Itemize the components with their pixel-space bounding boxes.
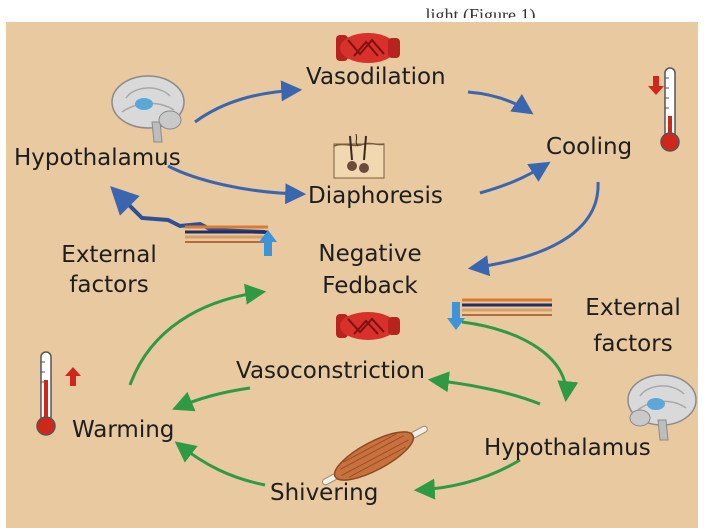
thermometer-icon (37, 352, 55, 435)
external-factors-stripes-left (185, 227, 277, 256)
label-external-factors-left-line1: External (44, 241, 174, 269)
arrow-hypothalamus-to-shivering (418, 460, 520, 490)
label-warming: Warming (72, 416, 174, 444)
arrow-vasoconstriction-to-warming (176, 388, 250, 408)
arrow-shivering-to-warming (178, 444, 265, 485)
brain-icon (628, 375, 696, 440)
arrow-cooling-to-negative-feedback (472, 182, 598, 268)
arrow-hypothalamus-to-diaphoresis (168, 166, 302, 194)
arrow-hypothalamus-to-vasodilation (195, 90, 298, 122)
brain-icon (112, 76, 184, 142)
arrow-diaphoresis-to-cooling (480, 164, 547, 193)
thermometer-icon (661, 68, 679, 151)
label-hypothalamus-bottom: Hypothalamus (484, 434, 651, 462)
label-diaphoresis: Diaphoresis (308, 182, 443, 210)
label-external-factors-right-line2: factors (568, 330, 698, 358)
blood-vessel-icon (336, 33, 400, 63)
label-external-factors-right-line1: External (568, 294, 698, 322)
arrow-vasodilation-to-cooling (468, 92, 530, 112)
sweat-gland-skin-icon (334, 134, 384, 178)
label-negative-feedback-line2: Fedback (300, 272, 440, 300)
external-factors-stripes-right (447, 300, 552, 330)
arrow-up-icon (65, 367, 81, 386)
label-hypothalamus-top: Hypothalamus (14, 144, 181, 172)
label-vasodilation: Vasodilation (306, 63, 446, 91)
label-external-factors-left-line2: factors (44, 271, 174, 299)
blood-vessel-icon (336, 312, 400, 340)
label-cooling: Cooling (546, 133, 632, 161)
arrow-down-icon (648, 76, 664, 95)
label-vasoconstriction: Vasoconstriction (236, 357, 425, 385)
label-shivering: Shivering (270, 479, 378, 507)
label-negative-feedback-line1: Negative (300, 240, 440, 268)
arrow-hypothalamus-to-vasoconstriction (432, 380, 540, 404)
